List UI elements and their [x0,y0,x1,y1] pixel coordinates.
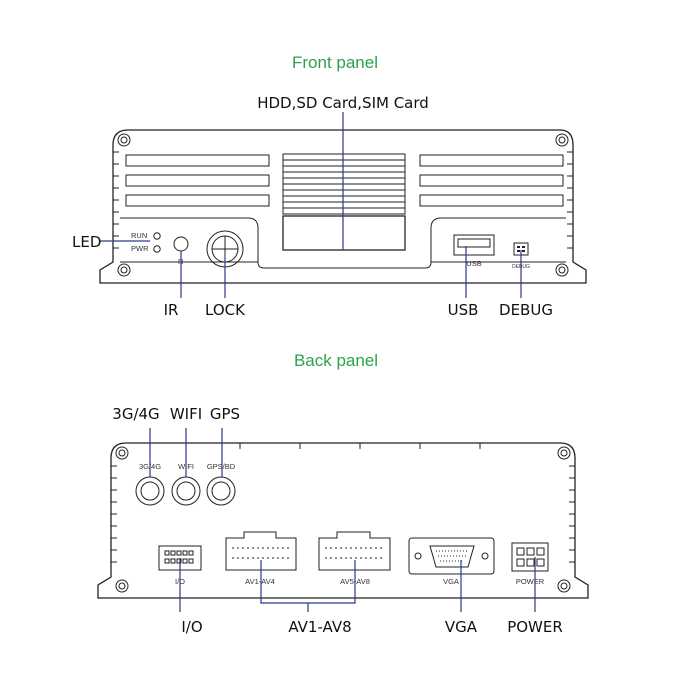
av-callout: AV1-AV8 [288,618,351,636]
back-screw-icons [115,446,571,593]
pwr-label: PWR [131,244,149,253]
gps-callout: GPS [210,405,240,423]
cell-callout: 3G/4G [112,405,159,423]
power-callout: POWER [507,618,563,636]
gps-panel-label: GPS/BD [207,462,236,471]
front-grille [282,153,406,215]
wifi-callout: WIFI [170,405,202,423]
usb-panel-label: USB [466,259,481,268]
lock-callout: LOCK [205,301,246,319]
front-panel-title: Front panel [292,53,378,72]
pwr-led-icon [153,245,161,253]
run-label: RUN [131,231,147,240]
front-leader-lines [100,112,522,298]
front-vent-slots [125,154,564,207]
led-callout: LED [72,233,101,251]
storage-callout: HDD,SD Card,SIM Card [257,94,429,112]
av1-av4-connector-icon [225,531,297,571]
io-connector-icon [158,545,202,571]
power-panel-label: POWER [516,577,545,586]
gps-antenna-icon [206,476,236,506]
ir-callout: IR [164,301,179,319]
back-side-fins [111,443,575,563]
storage-door [282,215,406,251]
io-callout: I/O [181,618,202,636]
back-leader-lines [149,428,536,612]
back-panel-drawing [97,442,589,599]
usb-port-icon [453,234,495,256]
run-led-icon [153,232,161,240]
av5-av8-connector-icon [318,531,391,571]
vga-callout: VGA [445,618,478,636]
vga-panel-label: VGA [443,577,459,586]
vga-port-icon [408,537,495,575]
back-panel-title: Back panel [294,351,378,370]
usb-callout: USB [448,301,479,319]
av14-panel-label: AV1-AV4 [245,577,275,586]
front-side-fins [113,151,573,249]
debug-callout: DEBUG [499,301,553,319]
front-screw-icons [117,133,569,277]
power-connector-icon [511,542,549,572]
lock-icon [206,230,244,268]
